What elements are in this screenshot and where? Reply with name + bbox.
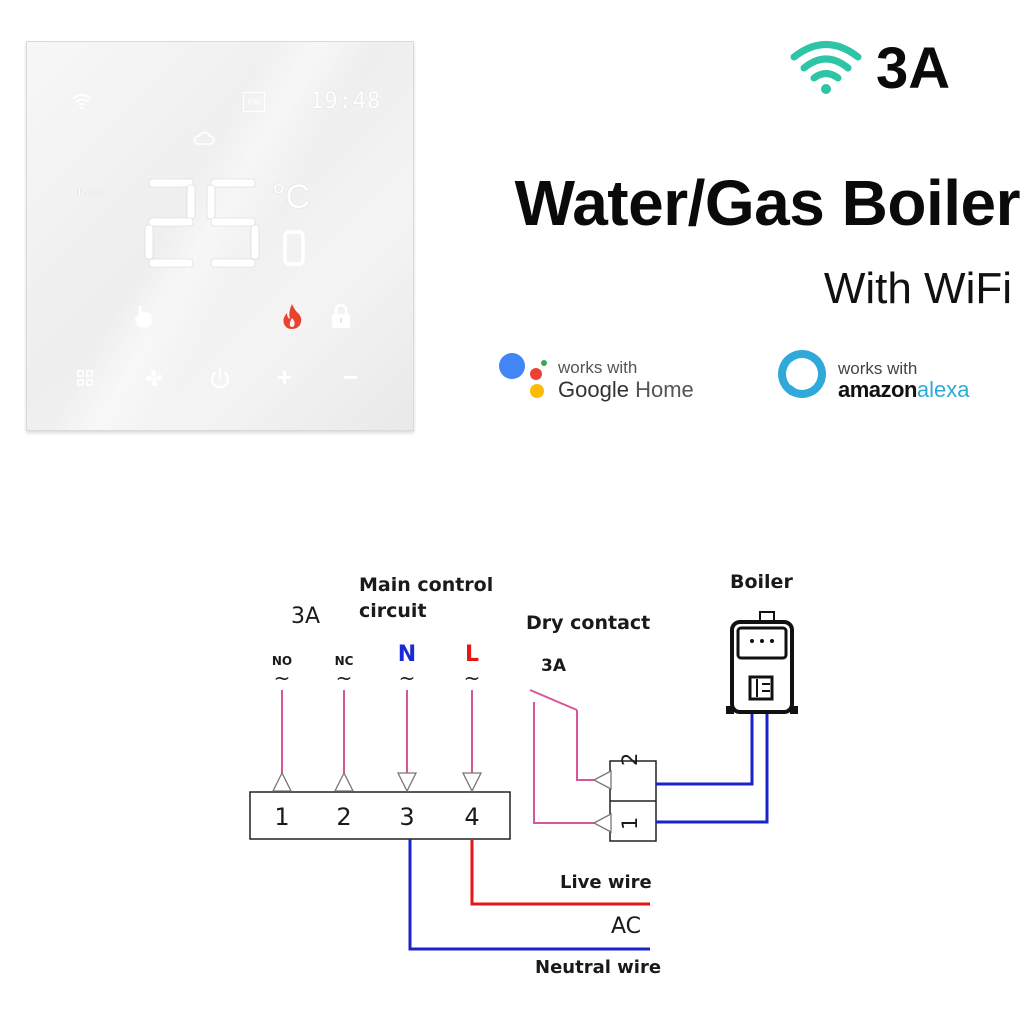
circuit-label: circuit <box>359 600 427 622</box>
boiler-terminal-2: 2 <box>618 752 642 766</box>
terminal-number: 1 <box>274 803 290 831</box>
terminal-number: 2 <box>336 803 352 831</box>
boiler-wire-1 <box>656 712 769 824</box>
cloud-icon <box>193 131 215 145</box>
google-works-with: works with <box>558 358 638 377</box>
pin-icon[interactable]: PIN <box>243 92 265 112</box>
google-product: Home <box>635 377 694 402</box>
terminal-arrow <box>333 771 355 792</box>
relay-wire-2 <box>576 710 594 781</box>
terminal-number: 3 <box>399 803 415 831</box>
clock-display: 19:48 <box>310 89 382 114</box>
terminal-tilde: ~ <box>335 666 353 690</box>
temperature-decimal <box>283 230 305 266</box>
boiler-terminal-1: 1 <box>618 816 642 830</box>
dry-contact-label: Dry contact <box>526 612 651 634</box>
boiler-wire-2 <box>656 712 754 786</box>
boiler-terminal-arrow <box>592 812 612 834</box>
current-rating: 3A <box>876 36 951 101</box>
terminal-arrow <box>396 772 418 793</box>
decrease-button[interactable]: − <box>343 362 359 392</box>
boiler-icon <box>726 611 798 714</box>
alexa-works-with: works with <box>838 359 918 378</box>
lock-icon[interactable] <box>330 303 352 329</box>
manual-mode-icon[interactable] <box>133 304 155 328</box>
temperature-unit: °C <box>272 178 311 216</box>
neutral-wire-line <box>408 839 650 951</box>
wifi-icon <box>72 94 92 110</box>
wiring-svg <box>249 611 798 951</box>
boiler-terminal-arrow <box>592 769 612 791</box>
terminal-tilde: ~ <box>463 666 481 690</box>
temperature-digits <box>144 178 260 268</box>
relay-rating: 3A <box>541 656 566 676</box>
boiler-label: Boiler <box>730 571 793 593</box>
diagram-rating: 3A <box>291 604 321 629</box>
live-wire-line <box>470 839 650 906</box>
google-home-wordmark: Google Home <box>558 377 694 403</box>
terminal-label-nc: NC <box>334 654 354 668</box>
heating-flame-icon <box>283 304 302 329</box>
thermostat-panel: PIN 19:48 Room °C <box>26 41 414 431</box>
menu-icon[interactable] <box>77 370 93 386</box>
ac-label: AC <box>611 914 642 939</box>
terminal-tilde: ~ <box>273 666 291 690</box>
terminal-label-no: NO <box>271 654 293 668</box>
google-assistant-icon <box>499 353 547 398</box>
relay-wire-1 <box>533 702 594 824</box>
google-home-badge: works with Google Home <box>496 350 716 406</box>
neutral-wire-label: Neutral wire <box>535 957 662 978</box>
page-title: Water/Gas Boiler <box>514 167 1021 239</box>
relay-switch <box>529 689 578 711</box>
fan-icon[interactable] <box>144 368 164 388</box>
amazon-brand: amazon <box>838 377 917 402</box>
terminal-arrow <box>271 771 293 792</box>
main-control-label: Main control <box>359 574 494 596</box>
alexa-icon <box>778 350 826 398</box>
terminal-label-l: L <box>464 642 480 667</box>
glass-reflection <box>27 42 413 430</box>
power-icon[interactable] <box>209 367 231 389</box>
terminal-arrow <box>461 772 483 793</box>
terminal-label-n: N <box>397 642 417 667</box>
increase-button[interactable]: + <box>277 362 293 392</box>
google-brand: Google <box>558 377 629 402</box>
terminal-block <box>249 791 511 840</box>
wifi-signal-icon <box>790 41 862 94</box>
room-label: Room <box>78 185 111 199</box>
terminal-tilde: ~ <box>398 666 416 690</box>
alexa-product: alexa <box>916 377 970 402</box>
alexa-wordmark: amazonalexa <box>838 377 970 403</box>
terminal-input-wires <box>271 690 483 793</box>
alexa-badge: works with amazonalexa <box>775 347 1005 407</box>
page-subtitle: With WiFi <box>823 264 1012 313</box>
terminal-number: 4 <box>464 803 480 831</box>
live-wire-label: Live wire <box>560 872 652 893</box>
